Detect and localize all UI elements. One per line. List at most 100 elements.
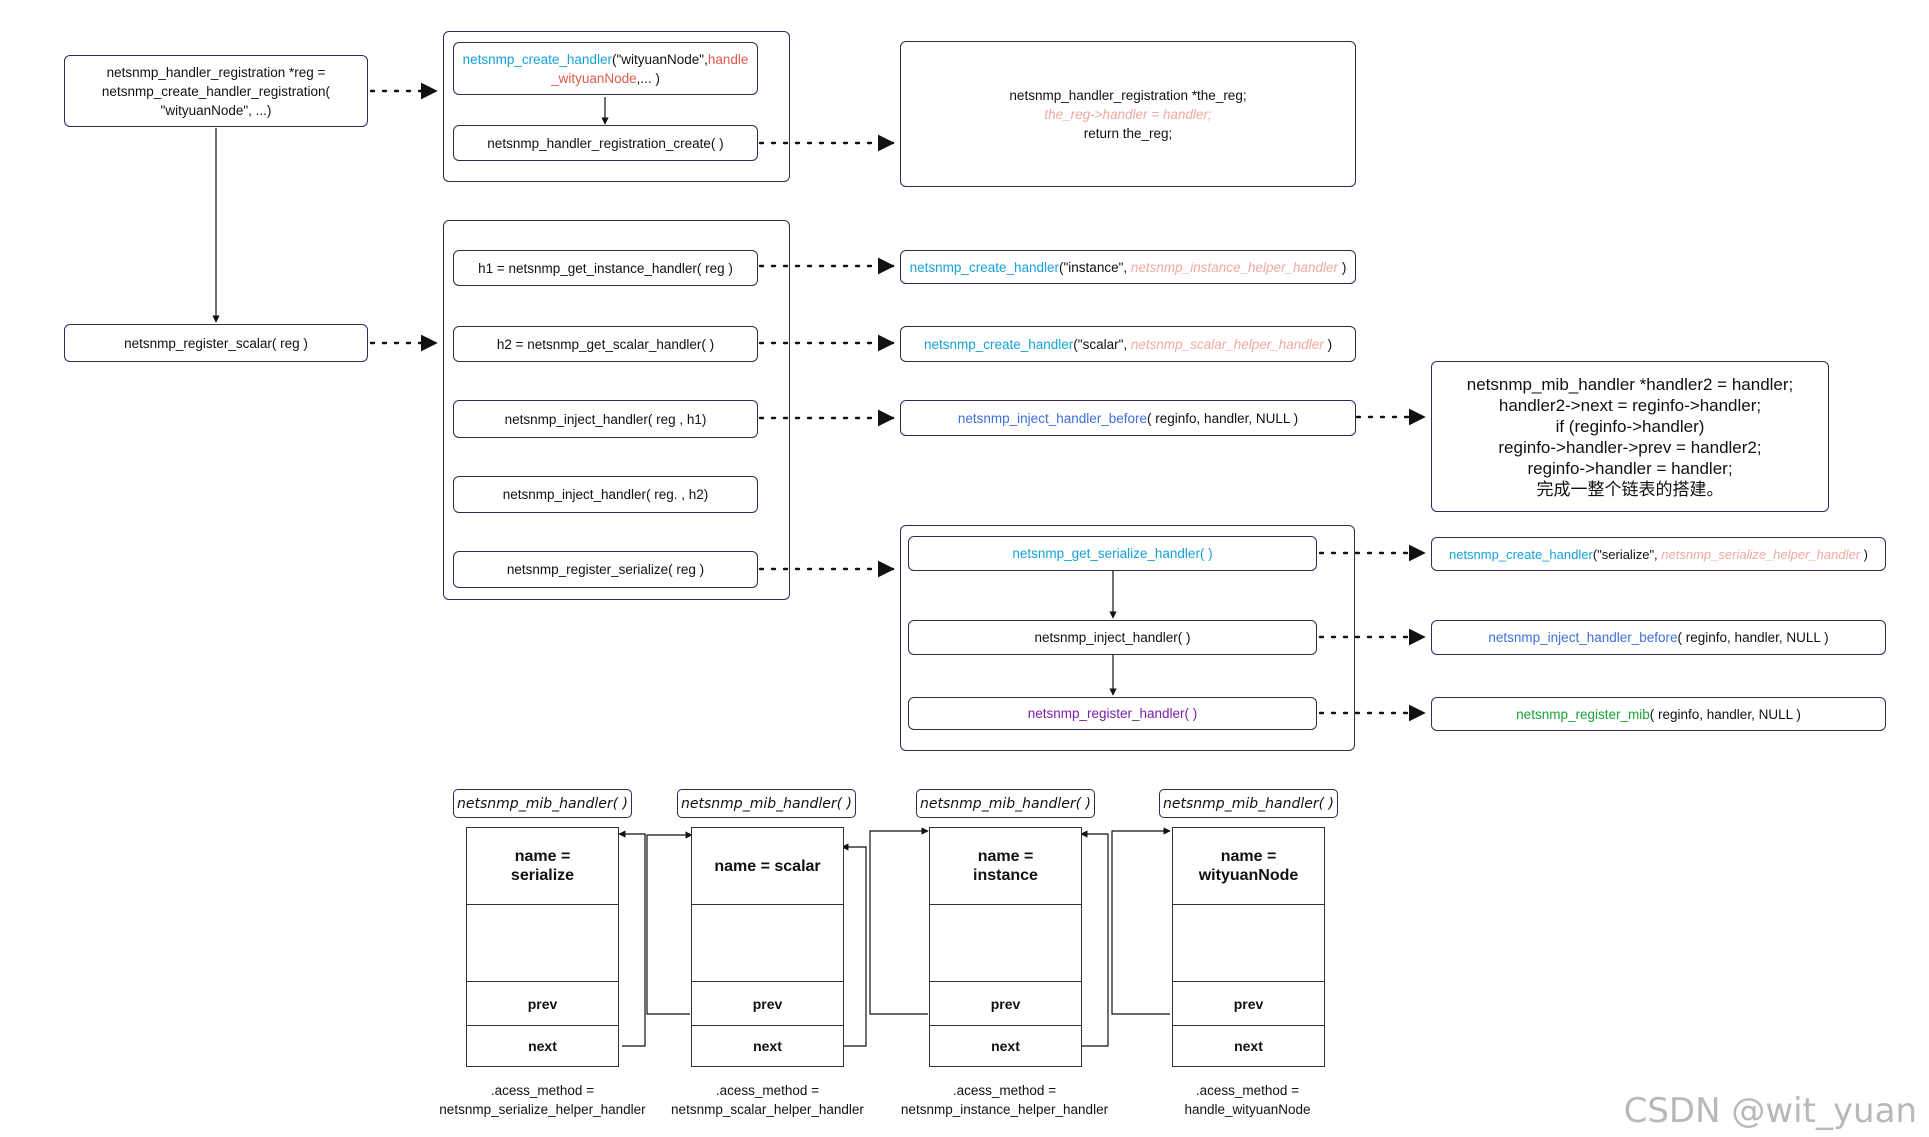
- handler-node-wityuannode: name = wityuanNode prev next: [1172, 827, 1325, 1067]
- code-line-1: netsnmp_mib_handler *handler2 = handler;: [1466, 374, 1794, 394]
- create-serialize-ghost: netsnmp_serialize_helper_handler: [1661, 546, 1861, 562]
- create-scalar-args: ("scalar",: [1073, 336, 1128, 352]
- register-serialize-box: netsnmp_register_serialize( reg ): [453, 551, 758, 588]
- node-next-label: next: [1234, 1038, 1263, 1054]
- node-body: [1173, 905, 1324, 982]
- inject-handler-h1-box: netsnmp_inject_handler( reg , h1): [453, 400, 758, 438]
- node-prev-label: prev: [752, 995, 783, 1012]
- handler-registration-box: netsnmp_handler_registration *reg = nets…: [64, 55, 368, 127]
- create-scalar-ghost: netsnmp_scalar_helper_handler: [1130, 336, 1324, 352]
- create-handler-fn: netsnmp_create_handler: [462, 51, 612, 67]
- register-serialize-group: [900, 525, 1355, 751]
- register-mib-box: netsnmp_register_mib( reginfo, handler, …: [1431, 697, 1886, 731]
- node-prev-label: prev: [990, 995, 1021, 1012]
- serialize-inject-before-fn: netsnmp_inject_handler_before: [1488, 630, 1678, 645]
- node-name-line-1: name = scalar: [714, 857, 821, 875]
- register-scalar-label: netsnmp_register_scalar( reg ): [124, 335, 308, 351]
- node-prev: prev: [467, 982, 618, 1026]
- node-access-method: .acess_method = netsnmp_scalar_helper_ha…: [625, 1081, 910, 1119]
- get-instance-handler-label: h1 = netsnmp_get_instance_handler( reg ): [478, 260, 733, 276]
- register-serialize-label: netsnmp_register_serialize( reg ): [506, 562, 705, 577]
- mib-handler-tag-label: netsnmp_mib_handler( ): [457, 795, 628, 812]
- code-line-3: if (reginfo->handler): [1555, 416, 1705, 436]
- get-instance-handler-box: h1 = netsnmp_get_instance_handler( reg ): [453, 250, 758, 286]
- access-line-2: netsnmp_scalar_helper_handler: [671, 1102, 864, 1117]
- node-name-line-1: name =: [1220, 848, 1277, 865]
- inject-handler-h2-label: netsnmp_inject_handler( reg. , h2): [502, 487, 709, 502]
- node-access-method: .acess_method = handle_wityuanNode: [1105, 1081, 1390, 1119]
- node-body: [692, 905, 843, 982]
- inject-before-args: ( reginfo, handler, NULL ): [1147, 410, 1299, 426]
- serialize-inject-handler-label: netsnmp_inject_handler( ): [1034, 630, 1191, 645]
- node-prev: prev: [1173, 982, 1324, 1026]
- access-line-1: .acess_method =: [490, 1083, 595, 1098]
- handler-node-instance: name = instance prev next: [929, 827, 1082, 1067]
- the-reg-line-3: return the_reg;: [1083, 125, 1173, 141]
- reg-line-3: "wityuanNode", ...): [160, 102, 272, 118]
- next-link: [841, 843, 867, 1047]
- prev-link: [1111, 827, 1171, 1015]
- register-mib-fn: netsnmp_register_mib: [1516, 706, 1650, 722]
- mib-handler-tag: netsnmp_mib_handler( ): [916, 789, 1095, 818]
- node-name-line-2: instance: [973, 867, 1038, 884]
- node-next-label: next: [528, 1038, 557, 1054]
- create-instance-close: ): [1341, 259, 1347, 275]
- create-scalar-handler-box: netsnmp_create_handler("scalar", netsnmp…: [900, 326, 1356, 362]
- get-serialize-handler-box: netsnmp_get_serialize_handler( ): [908, 536, 1317, 571]
- create-handler-group: [443, 31, 790, 182]
- inject-before-fn: netsnmp_inject_handler_before: [957, 410, 1148, 426]
- serialize-inject-before-args: ( reginfo, handler, NULL ): [1677, 630, 1829, 645]
- node-body: [930, 905, 1081, 982]
- access-line-1: .acess_method =: [715, 1083, 820, 1098]
- code-line-6: 完成一整个链表的搭建。: [1536, 479, 1724, 499]
- node-name-line-1: name =: [977, 848, 1034, 865]
- next-link: [618, 830, 646, 1047]
- node-access-method: .acess_method = netsnmp_serialize_helper…: [400, 1081, 685, 1119]
- prev-link: [646, 831, 693, 1015]
- node-next: next: [930, 1026, 1081, 1066]
- mib-handler-tag: netsnmp_mib_handler( ): [1159, 789, 1338, 818]
- node-access-method: .acess_method = netsnmp_instance_helper_…: [862, 1081, 1147, 1119]
- node-next-label: next: [753, 1038, 782, 1054]
- register-scalar-steps-group: [443, 220, 790, 600]
- reg-line-1: netsnmp_handler_registration *reg =: [106, 64, 326, 80]
- create-instance-args: ("instance",: [1059, 259, 1128, 275]
- node-name: name = serialize: [467, 828, 618, 905]
- node-name-line-2: wityuanNode: [1198, 867, 1299, 884]
- create-serialize-args: ("serialize",: [1592, 546, 1658, 562]
- get-scalar-handler-label: h2 = netsnmp_get_scalar_handler( ): [496, 336, 715, 352]
- access-line-1: .acess_method =: [1195, 1083, 1300, 1098]
- serialize-inject-handler-box: netsnmp_inject_handler( ): [908, 620, 1317, 655]
- node-name: name = wityuanNode: [1173, 828, 1324, 905]
- handler-node-scalar: name = scalar prev next: [691, 827, 844, 1067]
- mib-handler-tag-label: netsnmp_mib_handler( ): [1163, 795, 1334, 812]
- serialize-inject-before-box: netsnmp_inject_handler_before( reginfo, …: [1431, 620, 1886, 655]
- create-handler-line-2: _wityuanNode,... ): [551, 69, 660, 88]
- mib-handler-tag: netsnmp_mib_handler( ): [453, 789, 632, 818]
- watermark: CSDN @wit_yuan: [1623, 1091, 1917, 1131]
- mib-handler-tag: netsnmp_mib_handler( ): [677, 789, 856, 818]
- registration-create-box: netsnmp_handler_registration_create( ): [453, 125, 758, 161]
- create-handler-arg-red-1: handle: [707, 51, 749, 67]
- access-line-2: netsnmp_instance_helper_handler: [900, 1102, 1109, 1117]
- node-name: name = instance: [930, 828, 1081, 905]
- create-scalar-fn: netsnmp_create_handler: [923, 336, 1074, 352]
- get-scalar-handler-box: h2 = netsnmp_get_scalar_handler( ): [453, 326, 758, 362]
- node-next: next: [467, 1026, 618, 1066]
- access-line-2: netsnmp_serialize_helper_handler: [439, 1102, 646, 1117]
- inject-handler-h1-label: netsnmp_inject_handler( reg , h1): [504, 411, 707, 427]
- node-prev-label: prev: [1233, 995, 1264, 1012]
- node-next-label: next: [991, 1038, 1020, 1054]
- node-name-line-2: serialize: [510, 867, 575, 884]
- linked-list-code-box: netsnmp_mib_handler *handler2 = handler;…: [1431, 361, 1829, 512]
- access-line-2: handle_wityuanNode: [1184, 1102, 1311, 1117]
- register-handler-box: netsnmp_register_handler( ): [908, 697, 1317, 730]
- the-reg-box: netsnmp_handler_registration *the_reg; t…: [900, 41, 1356, 187]
- access-line-1: .acess_method =: [952, 1083, 1057, 1098]
- code-line-2: handler2->next = reginfo->handler;: [1498, 395, 1762, 415]
- inject-handler-before-box: netsnmp_inject_handler_before( reginfo, …: [900, 400, 1356, 436]
- create-instance-ghost: netsnmp_instance_helper_handler: [1130, 259, 1339, 275]
- mib-handler-tag-label: netsnmp_mib_handler( ): [681, 795, 852, 812]
